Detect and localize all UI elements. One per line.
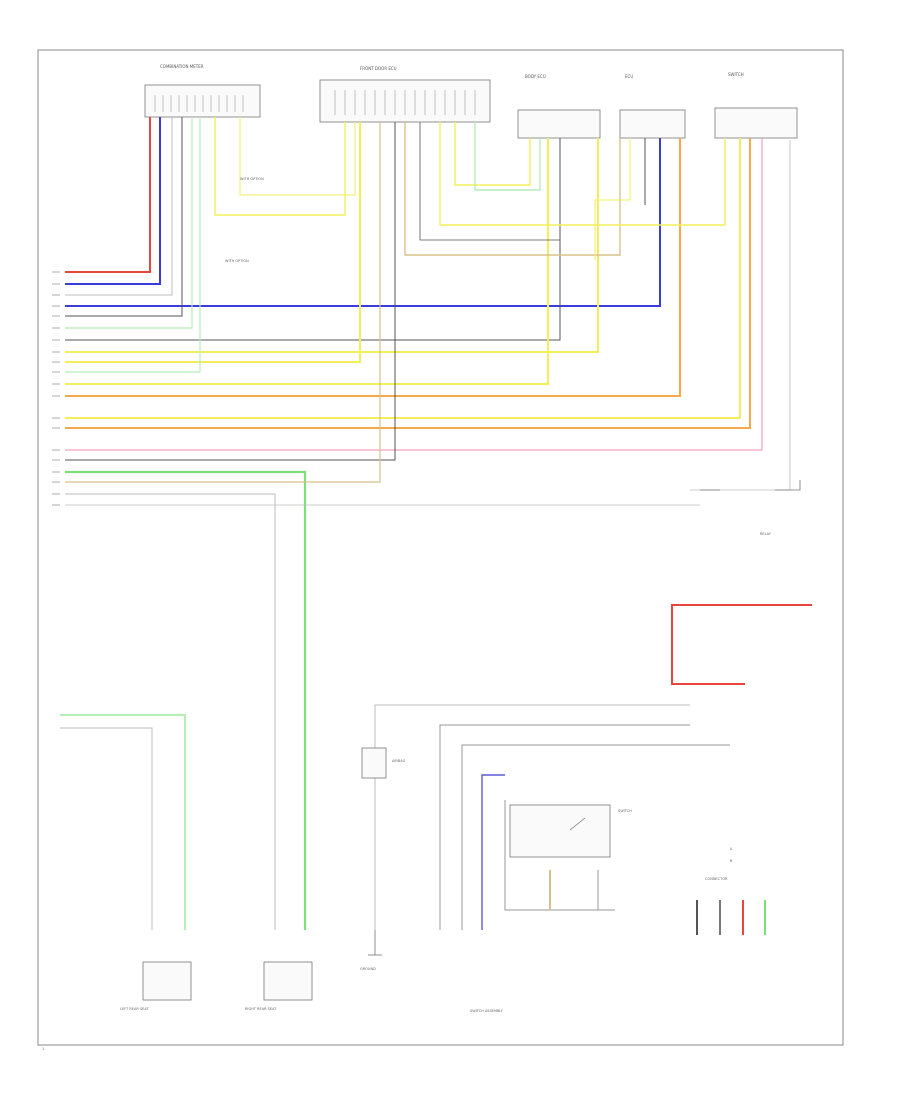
module-left-rear-seat[interactable]: LEFT REAR SEAT (120, 961, 192, 1011)
note-n3: A (730, 847, 733, 851)
note-n6: CONNECTOR (705, 877, 728, 881)
note-n5: SWITCH ASSEMBLY (470, 1009, 504, 1013)
red-loop (671, 604, 812, 685)
diagram-frame (37, 49, 844, 1046)
ground-symbol: GROUND (360, 930, 382, 971)
note-n2: WITH OPTION (225, 259, 249, 263)
switch-label: SWITCH (618, 809, 632, 813)
right-rear-seat-label: RIGHT REAR SEAT (245, 1007, 277, 1011)
ground-label: GROUND (360, 967, 376, 971)
lower-left-wires (60, 714, 186, 930)
connector-c3-label: BODY ECU (525, 74, 546, 79)
relay-module[interactable]: RELAY (700, 480, 801, 536)
connector-c5[interactable]: SWITCH (714, 72, 798, 139)
connector-c5-label: SWITCH (728, 72, 744, 77)
airbag-module[interactable]: AIRBAG (361, 747, 406, 779)
lower-wires (374, 704, 730, 930)
bus-ticks (52, 271, 60, 506)
page-label: 1 (42, 1047, 44, 1051)
module-right-rear-seat[interactable]: RIGHT REAR SEAT (245, 961, 313, 1011)
note-n1: WITH OPTION (240, 177, 264, 181)
airbag-label: AIRBAG (392, 759, 406, 763)
connector-c1[interactable]: COMBINATION METER (144, 64, 261, 118)
connector-pins (154, 90, 476, 115)
left-rear-seat-label: LEFT REAR SEAT (120, 1007, 150, 1011)
harness-wires (65, 117, 791, 930)
switch-assembly[interactable]: SWITCH SWITCH ASSEMBLY (470, 804, 632, 1013)
connector-c2-label: FRONT DOOR ECU (360, 66, 397, 71)
connector-c1-label: COMBINATION METER (160, 64, 204, 69)
connector-bottom-right[interactable]: CONNECTOR (696, 877, 766, 935)
connector-c4[interactable]: ECU (619, 74, 686, 139)
upper-wires (214, 117, 726, 260)
relay-label: RELAY (760, 532, 772, 536)
connector-c3[interactable]: BODY ECU (517, 74, 601, 139)
note-n4: B (730, 859, 733, 863)
connector-c4-label: ECU (625, 74, 633, 79)
